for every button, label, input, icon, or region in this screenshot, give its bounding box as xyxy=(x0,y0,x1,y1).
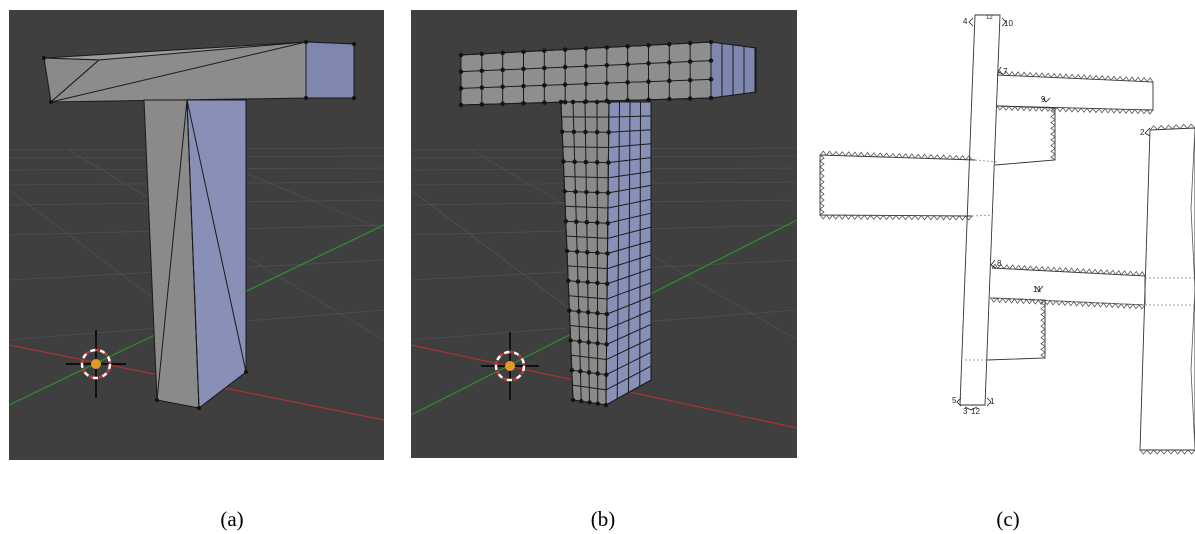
marker-8: 8 xyxy=(997,259,1002,268)
t-mesh xyxy=(43,41,355,409)
marker-12: 12 xyxy=(986,15,993,21)
marker-9: 9 xyxy=(1041,95,1046,104)
caption-a: (a) xyxy=(220,507,244,531)
caption-c: (c) xyxy=(996,507,1020,531)
caption-b: (b) xyxy=(590,507,616,531)
viewport-subdivided xyxy=(411,10,797,458)
pattern-notch-marks xyxy=(956,17,1151,411)
subdivided-t-mesh xyxy=(458,39,757,408)
marker-2: 2 xyxy=(1140,128,1145,137)
marker-3: 3 xyxy=(963,407,968,416)
3d-cursor-icon xyxy=(66,330,126,398)
marker-4: 4 xyxy=(963,17,968,26)
marker-10: 10 xyxy=(1004,19,1013,28)
3d-cursor-icon xyxy=(481,332,539,400)
marker-1: 1 xyxy=(990,397,995,406)
marker-7: 7 xyxy=(1003,67,1008,76)
viewport-low-poly xyxy=(9,10,384,460)
pattern-outline xyxy=(819,14,1195,451)
marker-5: 5 xyxy=(952,396,957,405)
unfolded-pattern: 4 12 10 7 9 2 8 11 5 1 3 12 xyxy=(815,10,1195,465)
pattern-seam-allowance xyxy=(819,70,1195,455)
mesh-vertices xyxy=(42,40,356,410)
marker-12b: 12 xyxy=(971,407,980,416)
